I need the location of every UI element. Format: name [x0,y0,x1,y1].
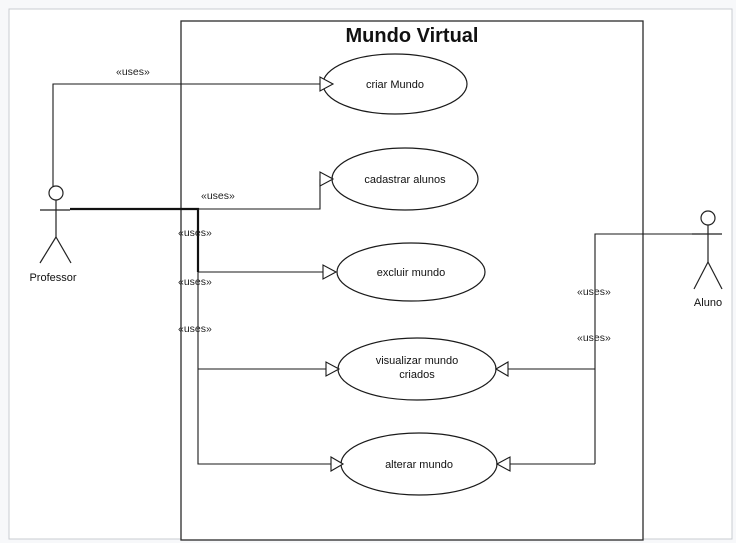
stereotype-label: «uses» [178,323,212,335]
arrowhead [319,76,335,92]
stereotype-label: «uses» [178,227,212,239]
use-case-cadastrar-alunos: cadastrar alunos [331,147,479,211]
actor-label-aluno: Aluno [694,297,722,309]
stereotype-label: «uses» [116,66,150,78]
stereotype-label: «uses» [178,276,212,288]
actor-head [700,210,716,226]
association-professor-criar [52,83,320,187]
arrowhead [330,456,345,472]
system-title: Mundo Virtual [346,25,479,47]
use-case-label: criados [399,369,435,381]
arrowhead [325,361,341,377]
use-case-label: alterar mundo [385,459,453,471]
use-case-label: criar Mundo [366,79,424,91]
arrowhead [495,456,511,472]
use-case-label: visualizar mundo [376,355,459,367]
association-professor-alterar [197,272,331,465]
actor-head [48,185,64,201]
actor-label-professor: Professor [29,272,76,284]
stereotype-label: «uses» [577,286,611,298]
use-case-excluir-mundo: excluir mundo [336,242,486,302]
use-case-criar-mundo: criar Mundo [322,53,468,115]
association-professor-cadastrar [198,179,321,210]
use-case-alterar-mundo: alterar mundo [340,432,498,496]
arrowhead [322,264,338,280]
actor-professor [39,185,72,264]
stereotype-label: «uses» [201,190,235,202]
use-case-label: cadastrar alunos [364,174,446,186]
arrowhead [319,171,335,187]
use-case-visualizar-mundo-criados: visualizar mundo criados [337,337,497,401]
use-case-label: excluir mundo [377,267,445,279]
arrowhead [494,361,509,377]
association-aluno-trunk [594,233,700,464]
stereotype-label: «uses» [577,332,611,344]
